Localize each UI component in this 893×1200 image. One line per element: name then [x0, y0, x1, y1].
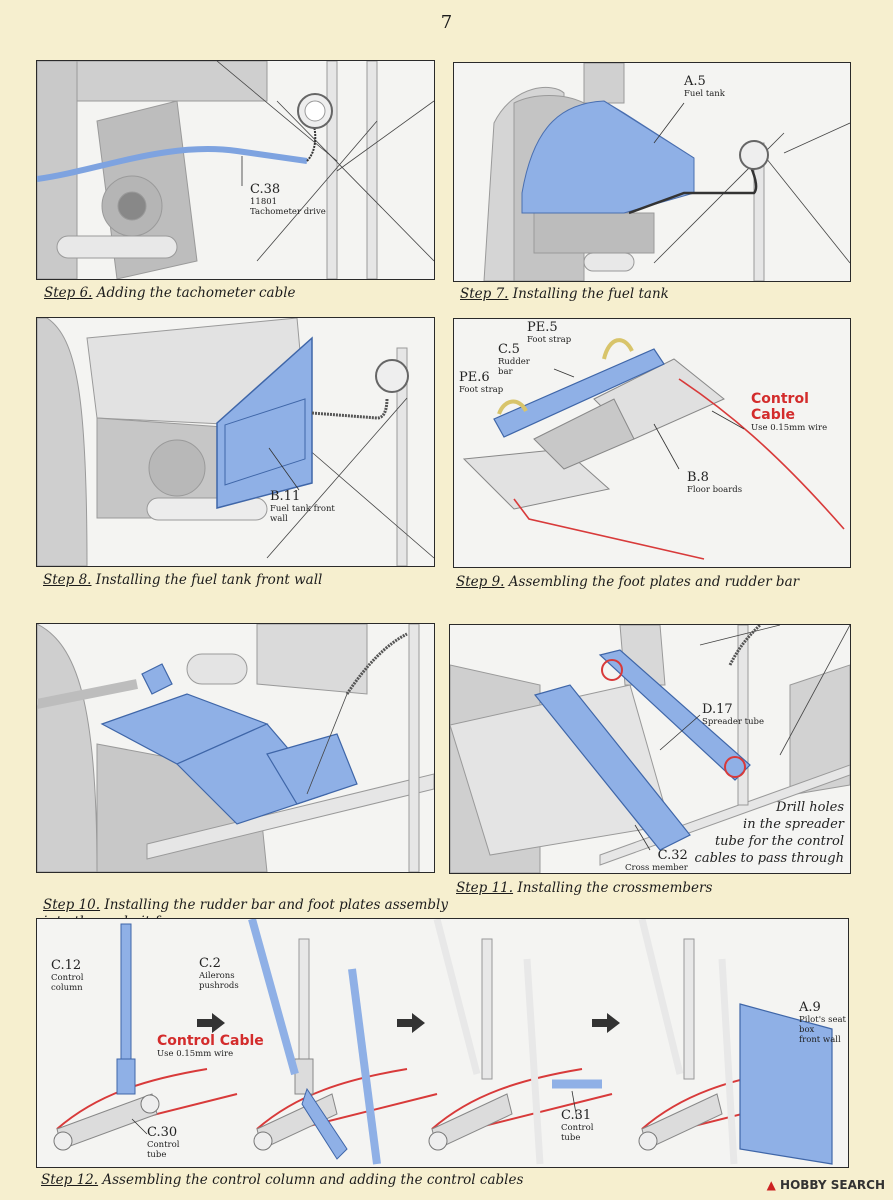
step-11-caption: Step 11. Installing the crossmembers [456, 880, 713, 896]
hobby-search-logo: ▲ HOBBY SEARCH [766, 1178, 885, 1192]
step-12-caption: Step 12. Assembling the control column a… [41, 1172, 524, 1188]
step-12-illustration [53, 919, 833, 1165]
step-7-caption: Step 7. Installing the fuel tank [460, 286, 669, 302]
label-control-cable-step9: Control Cable Use 0.15mm wire [751, 391, 828, 433]
step-8-illustration [37, 318, 434, 566]
step-8-caption: Step 8. Installing the fuel tank front w… [43, 572, 323, 588]
step-6-illustration [37, 61, 434, 279]
step-11-illustration [450, 625, 850, 873]
step-10-illustration [37, 624, 434, 872]
step-9-illustration [462, 338, 845, 560]
hobby-search-mark-icon: ▲ [766, 1178, 776, 1192]
step-10-panel [36, 623, 435, 873]
label-control-cable-step12: Control Cable Use 0.15mm wire [157, 1033, 264, 1059]
page-number: 7 [440, 12, 453, 33]
step-9-caption: Step 9. Assembling the foot plates and r… [456, 574, 800, 590]
step-6-caption: Step 6. Adding the tachometer cable [44, 285, 296, 301]
step-7-illustration [483, 63, 850, 281]
drill-note: Drill holes in the spreader tube for the… [694, 800, 844, 866]
